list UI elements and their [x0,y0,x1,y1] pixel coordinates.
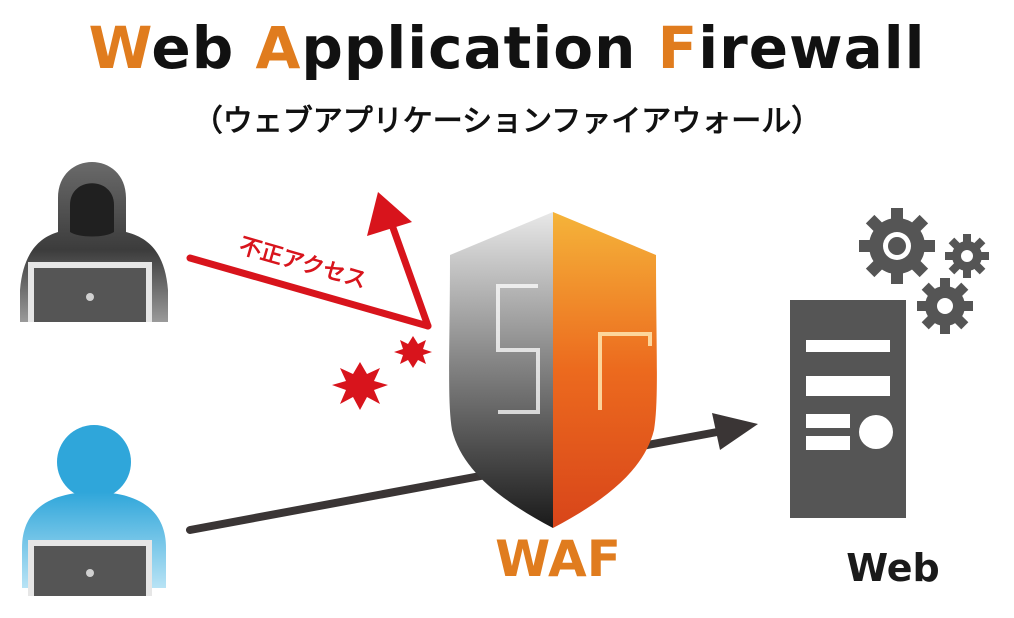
title-part: F [657,14,699,82]
title-part: eb [151,14,256,82]
attack-arrow [186,192,432,330]
attack-label: 不正アクセス [236,234,369,294]
web-server-label: Web [846,546,940,590]
title-part: A [255,14,302,82]
page-title: Web Application Firewall [0,14,1014,82]
web-server-icon [790,300,906,518]
title-part: W [88,14,152,82]
waf-label: WAF [495,530,621,588]
impact-burst-icon [332,336,432,410]
hooded-hacker-icon [20,162,168,322]
subtitle-katakana: （ウェブアプリケーションファイアウォール） [192,104,822,139]
waf-shield-icon [449,212,657,528]
title-part: pplication [301,14,658,82]
gear-icon [859,208,989,334]
user-laptop-icon [22,425,166,596]
title-part: irewall [698,14,926,82]
